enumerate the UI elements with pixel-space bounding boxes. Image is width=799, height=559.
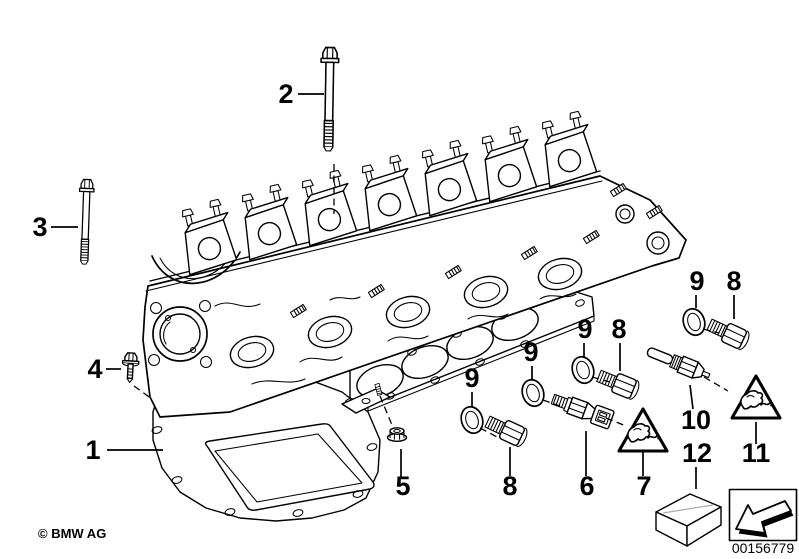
callout-2[interactable]: 2 [278, 79, 293, 109]
temperature-switch-6 [550, 393, 615, 430]
callout-11[interactable]: 11 [742, 438, 771, 468]
screw-plug-8a [482, 411, 531, 449]
bearing-cap [474, 124, 541, 203]
head-bolt-2 [318, 46, 340, 152]
o-ring-9c [567, 353, 599, 387]
callout-3[interactable]: 3 [32, 212, 47, 242]
callout-7[interactable]: 7 [636, 471, 651, 501]
callout-9d[interactable]: 9 [689, 266, 704, 296]
callout-9c[interactable]: 9 [577, 314, 592, 344]
callout-10[interactable]: 10 [681, 405, 711, 435]
bearing-cap [414, 138, 481, 217]
callout-8a[interactable]: 8 [502, 471, 517, 501]
viewing-direction-arrow-icon [728, 488, 798, 542]
screw-plug-8c [704, 314, 753, 352]
callout-4[interactable]: 4 [87, 354, 102, 384]
bearing-cap [234, 182, 301, 261]
callout-1[interactable]: 1 [85, 435, 100, 465]
head-bolt-3 [76, 178, 95, 265]
callout-6[interactable]: 6 [579, 471, 594, 501]
temperature-sensor-10 [646, 347, 711, 379]
flange-bolt-4 [121, 352, 140, 383]
sealing-compound-box-12 [655, 493, 722, 547]
part-number: 00156779 [732, 540, 795, 556]
callout-9b[interactable]: 9 [523, 337, 538, 367]
o-ring-9b [517, 376, 549, 410]
callout-leader-lines [51, 93, 757, 489]
callout-5[interactable]: 5 [395, 471, 410, 501]
callout-12[interactable]: 12 [682, 438, 712, 468]
o-ring-9d [678, 305, 710, 339]
callout-8b[interactable]: 8 [611, 314, 626, 344]
stud-bracket [341, 383, 391, 414]
callout-8c[interactable]: 8 [726, 266, 741, 296]
flange-nut-5 [386, 427, 408, 442]
warning-triangle-icon-11 [730, 374, 782, 420]
assembly-dashed-lines [133, 164, 729, 439]
bearing-cap [294, 168, 361, 247]
o-ring-9a [456, 403, 488, 437]
cylinder-head [142, 109, 687, 418]
screw-plug-8b [594, 365, 642, 402]
warning-triangle-icon-7 [617, 407, 669, 453]
callout-9a[interactable]: 9 [464, 363, 479, 393]
bearing-cap [174, 197, 241, 276]
bearing-cap [534, 109, 601, 188]
bearing-cap [354, 153, 421, 232]
copyright-text: © BMW AG [38, 526, 106, 541]
